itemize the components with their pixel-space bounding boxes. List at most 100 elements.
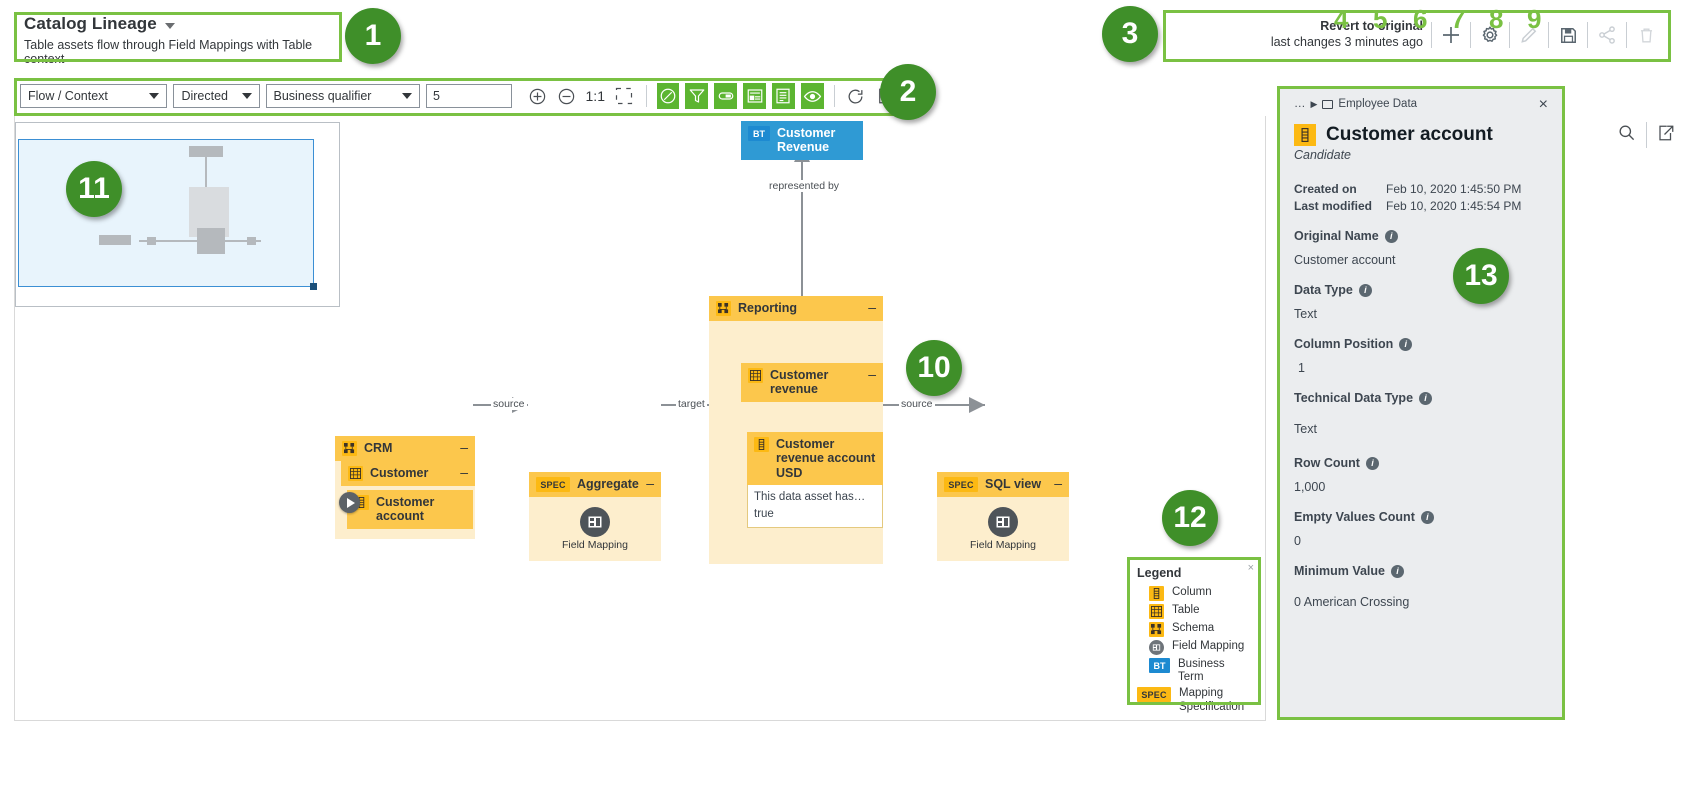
collapse-icon[interactable]: –: [1054, 475, 1062, 491]
minimap-resize-handle[interactable]: [310, 283, 317, 290]
callout-num-5: 5: [1373, 4, 1388, 34]
node-customer-revenue-table[interactable]: Customer revenue – Customer revenue acco…: [741, 363, 883, 531]
depth-input[interactable]: 5: [425, 84, 512, 108]
node-header[interactable]: Reporting –: [709, 296, 883, 321]
chevron-down-icon[interactable]: [164, 22, 175, 29]
settings-button[interactable]: [1471, 16, 1509, 54]
node-title: Customer Revenue: [777, 126, 836, 155]
revert-to-original[interactable]: Revert to original last changes 3 minute…: [1271, 19, 1423, 50]
table-icon: [348, 466, 363, 481]
legend-item-label: Mapping Specification: [1179, 687, 1245, 713]
field-original-name: Original Name i Customer account: [1294, 229, 1548, 267]
info-icon[interactable]: i: [1358, 283, 1372, 297]
node-header[interactable]: BT Customer Revenue: [741, 121, 863, 160]
meta-value: Feb 10, 2020 1:45:50 PM: [1386, 182, 1522, 196]
edit-pencil-icon: [1521, 27, 1537, 43]
panel-close-icon[interactable]: ×: [1538, 96, 1548, 113]
mode-select[interactable]: Flow / Context: [20, 84, 168, 108]
node-aggregate-spec[interactable]: SPEC Aggregate – Field Mapping: [529, 472, 661, 561]
field-label: Empty Values Count i: [1294, 510, 1548, 524]
edit-button[interactable]: [1510, 16, 1548, 54]
open-in-new-button[interactable]: [1657, 124, 1675, 147]
node-customer-table[interactable]: Customer – Customer account: [341, 461, 475, 533]
field-mapping-node[interactable]: [988, 507, 1018, 537]
legend-panel[interactable]: × Legend Column Table Schema Field Mappi…: [1127, 557, 1261, 713]
field-label: Technical Data Type i: [1294, 391, 1548, 405]
node-header[interactable]: Customer –: [341, 461, 475, 486]
info-icon[interactable]: i: [1384, 229, 1398, 243]
fullscreen-icon: [616, 87, 633, 105]
chevron-down-icon: [401, 93, 412, 99]
divider: [1431, 22, 1432, 48]
node-sql-view-spec[interactable]: SPEC SQL view – Field Mapping: [937, 472, 1069, 561]
collapse-icon[interactable]: –: [460, 439, 468, 455]
info-icon[interactable]: i: [1391, 564, 1404, 578]
zoom-ratio-label[interactable]: 1:1: [585, 88, 605, 104]
node-crm-schema[interactable]: CRM – Customer –: [335, 436, 475, 539]
column-icon: [754, 436, 769, 452]
info-icon[interactable]: i: [1419, 391, 1433, 405]
node-header[interactable]: SPEC SQL view –: [937, 472, 1069, 497]
collapse-icon[interactable]: –: [646, 475, 654, 491]
label-button[interactable]: [714, 83, 738, 109]
breadcrumb-ellipsis[interactable]: …: [1294, 98, 1306, 110]
field-technical-data-type: Technical Data Type i Text: [1294, 391, 1548, 436]
node-header[interactable]: Customer revenue –: [741, 363, 883, 402]
fullscreen-button[interactable]: [613, 83, 636, 109]
schema-icon: [1149, 622, 1164, 637]
add-button[interactable]: [1432, 16, 1470, 54]
minimap-viewport[interactable]: [18, 139, 317, 290]
qualifier-select[interactable]: Business qualifier: [265, 84, 420, 108]
node-header[interactable]: Customer revenue account USD: [747, 431, 883, 485]
lineage-canvas[interactable]: BT Customer Revenue represented by CRM –: [14, 116, 1266, 721]
business-term-icon: BT: [748, 126, 770, 141]
node-header[interactable]: SPEC Aggregate –: [529, 472, 661, 497]
no-filter-button[interactable]: [656, 83, 680, 109]
node-reporting-schema[interactable]: Reporting – Customer revenue –: [709, 296, 883, 564]
search-button[interactable]: [1617, 123, 1636, 147]
share-button[interactable]: [1588, 16, 1626, 54]
node-business-term[interactable]: BT Customer Revenue: [741, 121, 863, 160]
list-view-button[interactable]: [771, 83, 795, 109]
node-customer-revenue-account-usd-column[interactable]: Customer revenue account USD This data a…: [747, 431, 883, 529]
no-filter-icon: [660, 88, 676, 104]
zoom-out-icon: [558, 88, 574, 104]
minimap[interactable]: [15, 122, 340, 307]
legend-title: Legend: [1137, 566, 1182, 580]
field-value: Text: [1294, 307, 1317, 321]
chevron-right-icon[interactable]: ▶: [1310, 98, 1318, 109]
refresh-button[interactable]: [844, 83, 867, 109]
title-row[interactable]: Catalog Lineage: [24, 14, 334, 34]
filter-button[interactable]: [685, 83, 709, 109]
direction-select[interactable]: Directed: [173, 84, 260, 108]
save-button[interactable]: [1549, 16, 1587, 54]
visibility-button[interactable]: [800, 83, 824, 109]
panel-title: Customer account: [1326, 124, 1493, 145]
breadcrumb-item[interactable]: Employee Data: [1338, 98, 1418, 110]
zoom-out-button[interactable]: [555, 83, 578, 109]
field-data-type: Data Type i Text: [1294, 283, 1548, 321]
breadcrumb[interactable]: … ▶ Employee Data: [1294, 98, 1548, 110]
info-icon[interactable]: i: [1399, 337, 1413, 351]
info-icon[interactable]: i: [1365, 456, 1379, 470]
collapse-icon[interactable]: –: [460, 464, 468, 480]
zoom-in-button[interactable]: [526, 83, 549, 109]
settings-gear-icon: [1482, 26, 1498, 42]
collapse-icon[interactable]: –: [868, 299, 876, 315]
open-in-new-icon: [1659, 125, 1674, 140]
legend-close-icon[interactable]: ×: [1247, 562, 1254, 574]
node-customer-account-column[interactable]: Customer account: [347, 490, 473, 529]
field-value: 1,000: [1294, 480, 1326, 494]
legend-item-column: Column: [1149, 586, 1251, 601]
field-mapping-icon: [996, 516, 1010, 528]
expand-play-badge[interactable]: [339, 492, 360, 513]
field-mapping-node[interactable]: [580, 507, 610, 537]
delete-button[interactable]: [1627, 16, 1665, 54]
node-header[interactable]: CRM –: [335, 436, 475, 461]
details-card-button[interactable]: [743, 83, 766, 109]
info-icon[interactable]: i: [1420, 510, 1434, 524]
schema-icon: [716, 301, 731, 316]
legend-item-label: Column: [1172, 586, 1212, 598]
revert-subtitle: last changes 3 minutes ago: [1270, 35, 1423, 49]
collapse-icon[interactable]: –: [868, 366, 876, 382]
